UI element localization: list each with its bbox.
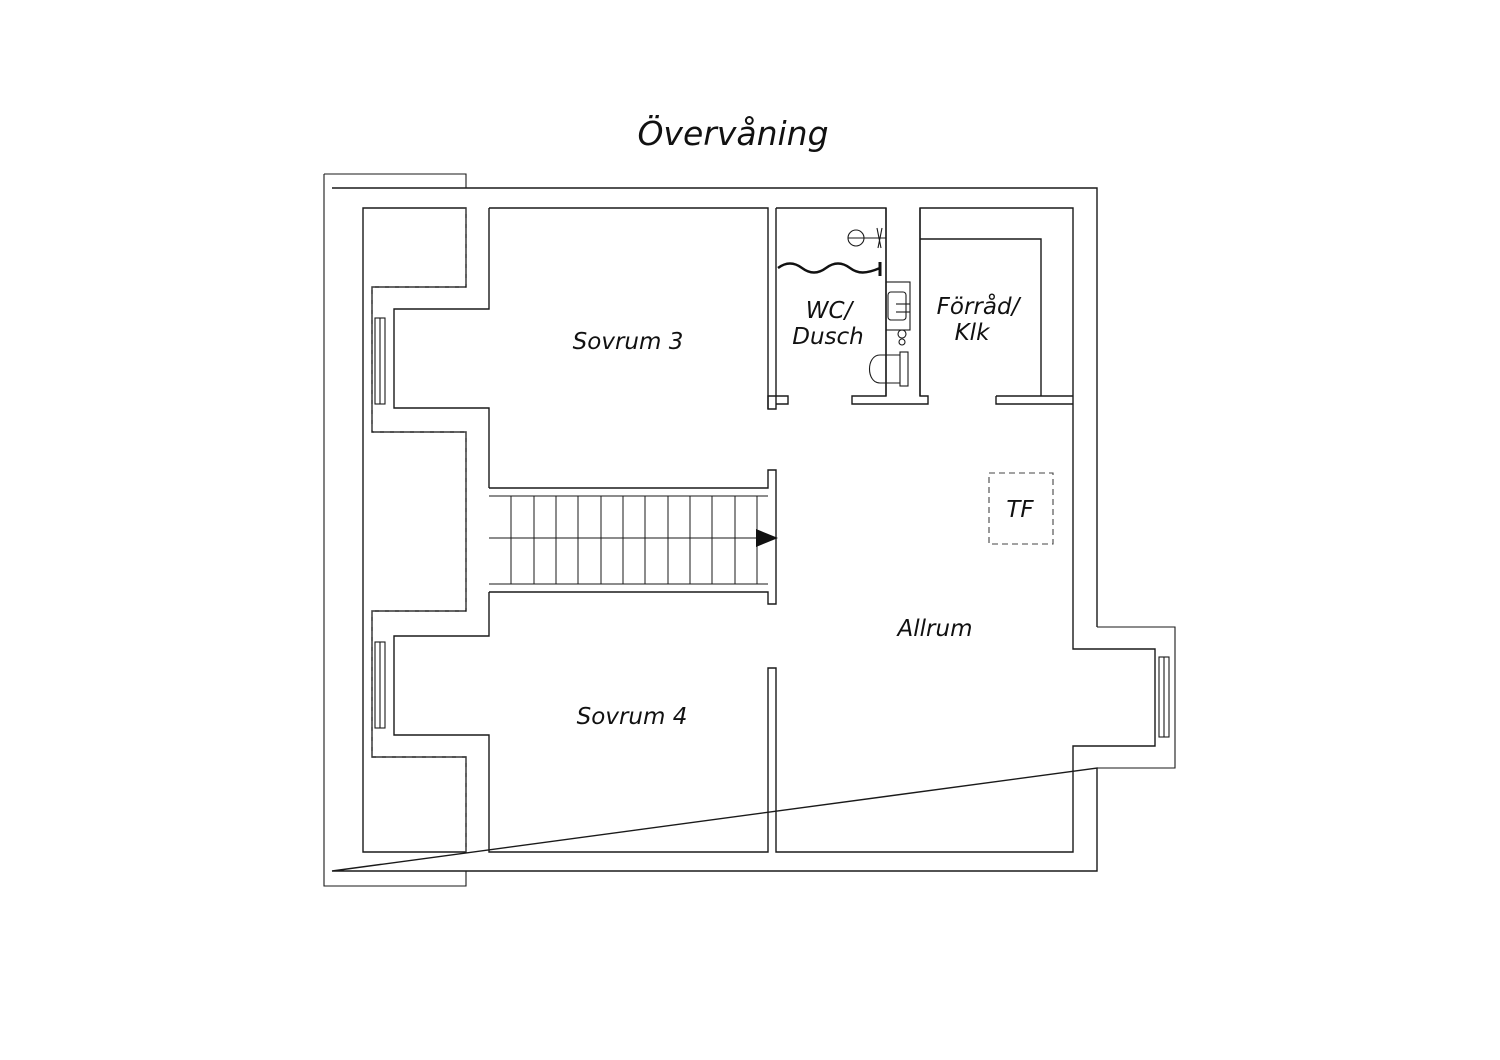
- room-label-wc-line2: Dusch: [792, 324, 864, 350]
- forrad-inner-wall: [920, 238, 1073, 405]
- attic-dashed-bottom: [371, 611, 467, 852]
- room-label-wc-line1: WC/: [806, 298, 855, 324]
- tf-box: [988, 472, 1054, 545]
- sovrum3-door-jamb: [767, 395, 789, 409]
- sink-fixture: [885, 281, 911, 346]
- window-left-top: [374, 317, 386, 405]
- shower-fixture: [847, 227, 886, 249]
- roof-outline: [323, 173, 467, 887]
- attic-dashed-middle: [372, 432, 467, 612]
- outer-wall: [331, 187, 1098, 872]
- attic-dashed-top: [371, 208, 467, 433]
- room-label-sovrum4: Sovrum 4: [577, 704, 688, 730]
- stair-walls: [489, 469, 777, 605]
- dormer-outline-right: [1097, 626, 1176, 769]
- label-tf: TF: [1006, 497, 1034, 523]
- sovrum4-walls: [393, 207, 1156, 853]
- window-left-bottom: [374, 641, 386, 729]
- room-label-allrum: Allrum: [896, 616, 973, 642]
- stair-direction-arrow-icon: [756, 529, 778, 547]
- plan-title: Övervåning: [637, 113, 828, 153]
- room-label-forrad-line1: Förråd/: [937, 292, 1022, 320]
- shower-curtain: [777, 262, 881, 274]
- window-right: [1158, 656, 1170, 738]
- toilet-fixture: [868, 351, 909, 387]
- inner-wall-main: [362, 207, 467, 853]
- room-label-forrad-line2: Klk: [955, 320, 991, 346]
- staircase: [489, 495, 778, 585]
- wc-right-wall: [885, 208, 921, 396]
- room-label-sovrum3: Sovrum 3: [573, 329, 684, 355]
